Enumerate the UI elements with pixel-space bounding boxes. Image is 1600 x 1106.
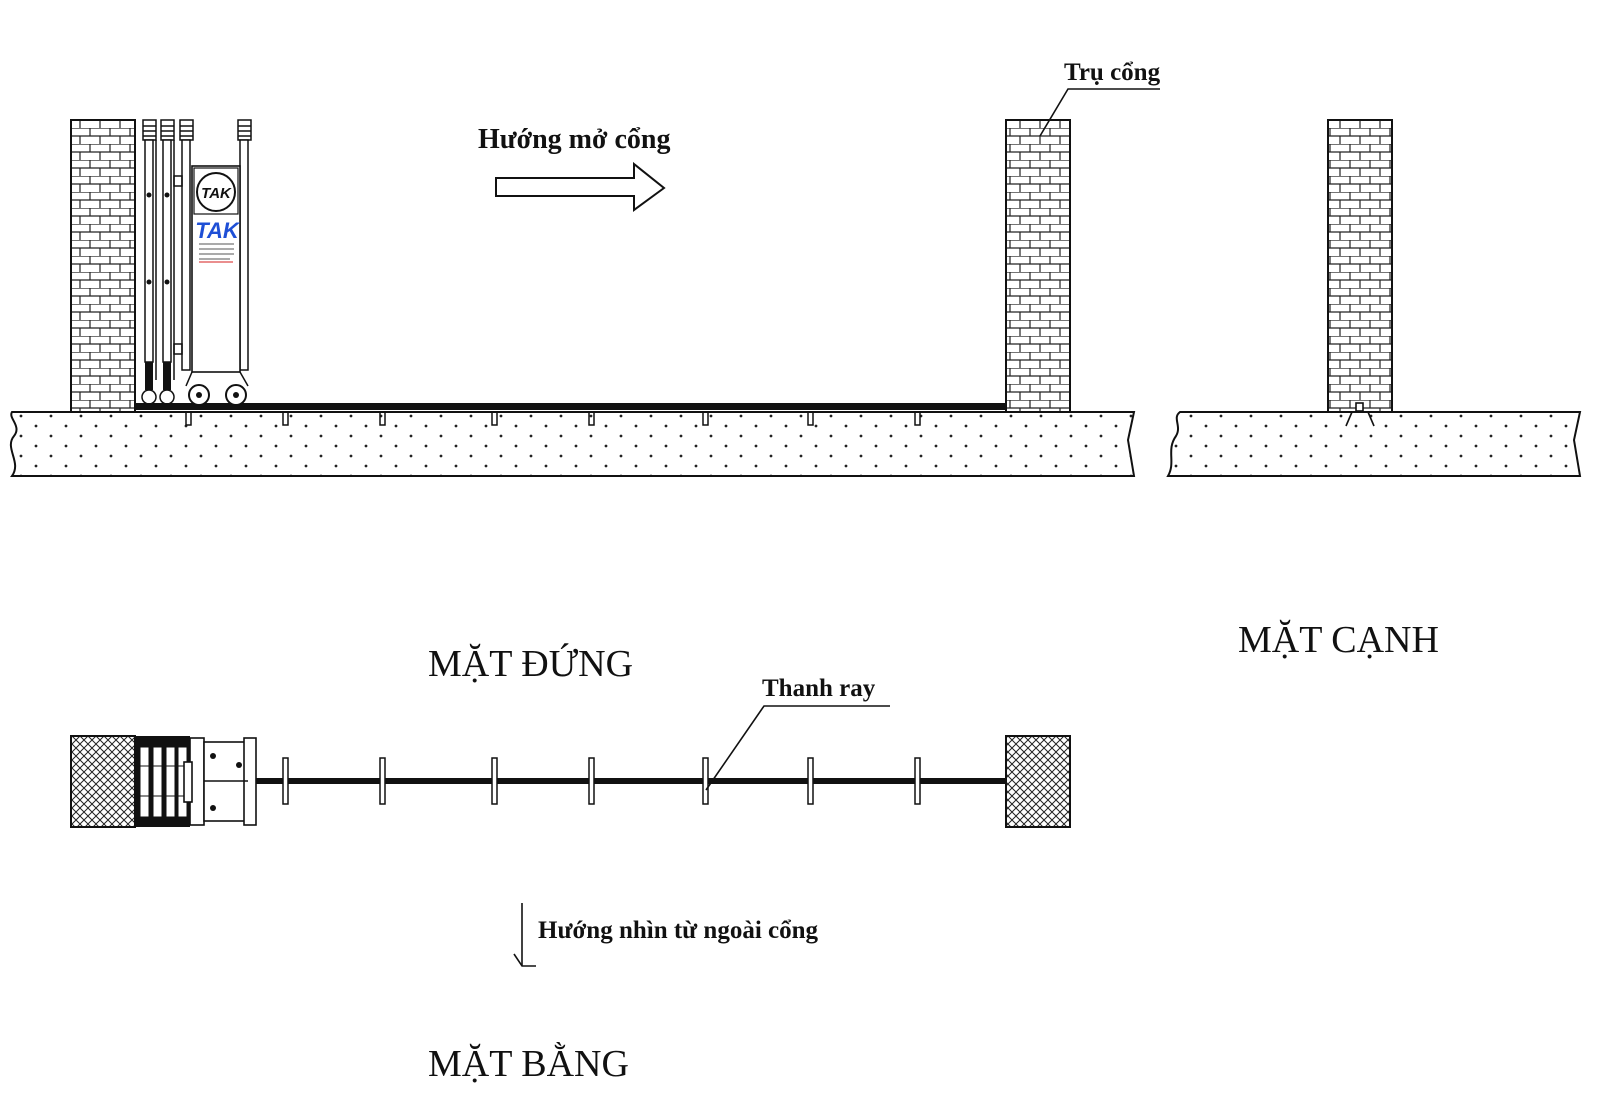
open-direction-label: Hướng mở cổng xyxy=(478,124,671,155)
ground-elevation xyxy=(9,411,1136,477)
rail-label: Thanh ray xyxy=(762,675,876,702)
side-rail-profile xyxy=(1345,402,1375,427)
logo-small-lines xyxy=(199,243,234,263)
open-direction-arrow-icon xyxy=(495,161,666,212)
tak-logo-circle xyxy=(196,172,236,212)
view-direction-arrow-icon xyxy=(513,903,536,967)
rail-elevation xyxy=(136,403,1006,410)
rail-anchors-plan xyxy=(282,757,921,805)
right-gate-post xyxy=(1005,119,1071,413)
logo-brand-text: TAK xyxy=(195,218,241,243)
side-view xyxy=(1166,119,1582,477)
rail-plan xyxy=(136,778,1006,784)
gate-post-leader xyxy=(1039,88,1160,137)
plan-right-post xyxy=(1005,735,1071,828)
elevation-view: TAK TAK Hướng mở cổng Trụ cổng xyxy=(9,59,1161,477)
plan-left-post xyxy=(70,735,136,828)
side-view-title: MẶT CẠNH xyxy=(1238,619,1439,661)
ground-side xyxy=(1166,411,1582,477)
view-direction-label: Hướng nhìn từ ngoài cổng xyxy=(538,917,819,944)
rail-anchors-elevation xyxy=(185,411,921,426)
side-gate-post xyxy=(1327,119,1393,413)
rail-leader xyxy=(705,705,890,791)
plan-title: MẶT BẰNG xyxy=(428,1042,629,1085)
plan-folded-leaves xyxy=(136,736,190,827)
left-gate-post xyxy=(70,119,136,413)
plan-view: Thanh ray Hướng nhìn từ ngoài cổng xyxy=(70,675,1071,967)
gate-post-label: Trụ cổng xyxy=(1064,59,1161,86)
elevation-title: MẶT ĐỨNG xyxy=(428,643,633,685)
logo-circle-text: TAK xyxy=(201,185,232,202)
